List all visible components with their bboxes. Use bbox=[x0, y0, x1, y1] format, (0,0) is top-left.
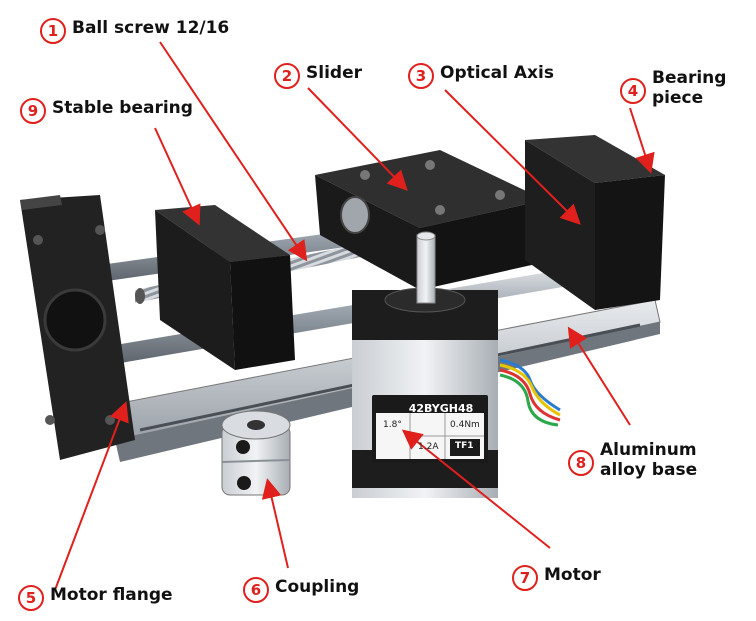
motor-current: 1.2A bbox=[418, 442, 439, 452]
callout-number: 3 bbox=[408, 63, 434, 89]
callout-label: Coupling bbox=[275, 577, 360, 597]
callout-aluminum-base: 8 Aluminum alloy base bbox=[568, 440, 697, 480]
callout-label-line2: piece bbox=[652, 88, 704, 108]
callout-label: Ball screw 12/16 bbox=[72, 18, 230, 38]
motor-step-angle: 1.8° bbox=[383, 420, 402, 430]
callout-label: Bearing piece bbox=[652, 68, 726, 108]
callout-number: 4 bbox=[620, 78, 646, 104]
callout-label: Optical Axis bbox=[440, 63, 554, 83]
callout-optical-axis: 3 Optical Axis bbox=[408, 63, 554, 89]
callout-slider: 2 Slider bbox=[274, 63, 362, 89]
arrow-optical-axis bbox=[444, 89, 581, 225]
callout-label: Aluminum alloy base bbox=[600, 440, 697, 480]
motor-torque: 0.4Nm bbox=[450, 420, 480, 430]
arrow-aluminum-base bbox=[567, 326, 631, 426]
arrow-motor-flange bbox=[54, 401, 129, 591]
arrow-motor bbox=[401, 429, 551, 549]
callout-number: 8 bbox=[568, 450, 594, 476]
callout-label-line1: Bearing bbox=[652, 68, 727, 88]
stepper-motor bbox=[352, 231, 561, 498]
callout-label-line2: alloy base bbox=[600, 460, 698, 480]
arrow-ball-screw bbox=[159, 41, 308, 262]
callout-bearing-piece: 4 Bearing piece bbox=[620, 68, 726, 108]
arrow-slider bbox=[307, 87, 408, 191]
callout-label: Stable bearing bbox=[52, 98, 193, 118]
callout-arrows bbox=[54, 41, 655, 591]
motor-flange bbox=[20, 195, 135, 460]
callout-number: 5 bbox=[18, 585, 44, 611]
coupling bbox=[221, 410, 291, 496]
motor-model-label: 42BYGH48 bbox=[408, 402, 474, 415]
arrow-bearing-piece bbox=[629, 107, 655, 174]
callout-coupling: 6 Coupling bbox=[243, 577, 359, 603]
callout-number: 2 bbox=[274, 63, 300, 89]
callout-label: Slider bbox=[306, 63, 362, 83]
callout-motor: 7 Motor bbox=[512, 565, 601, 591]
slider bbox=[315, 150, 545, 290]
callout-motor-flange: 5 Motor flange bbox=[18, 585, 173, 611]
bearing-piece bbox=[525, 135, 665, 310]
callout-label-line1: Aluminum bbox=[600, 440, 697, 460]
callout-label: Motor flange bbox=[50, 585, 173, 605]
callout-ball-screw: 1 Ball screw 12/16 bbox=[40, 18, 229, 44]
callout-number: 6 bbox=[243, 577, 269, 603]
callout-number: 1 bbox=[40, 18, 66, 44]
arrow-coupling bbox=[261, 478, 289, 569]
arrow-stable-bearing bbox=[154, 127, 201, 226]
callout-stable-bearing: 9 Stable bearing bbox=[20, 98, 193, 124]
motor-brand: TF1 bbox=[455, 441, 474, 451]
callout-number: 7 bbox=[512, 565, 538, 591]
callout-label: Motor bbox=[544, 565, 601, 585]
callout-number: 9 bbox=[20, 98, 46, 124]
